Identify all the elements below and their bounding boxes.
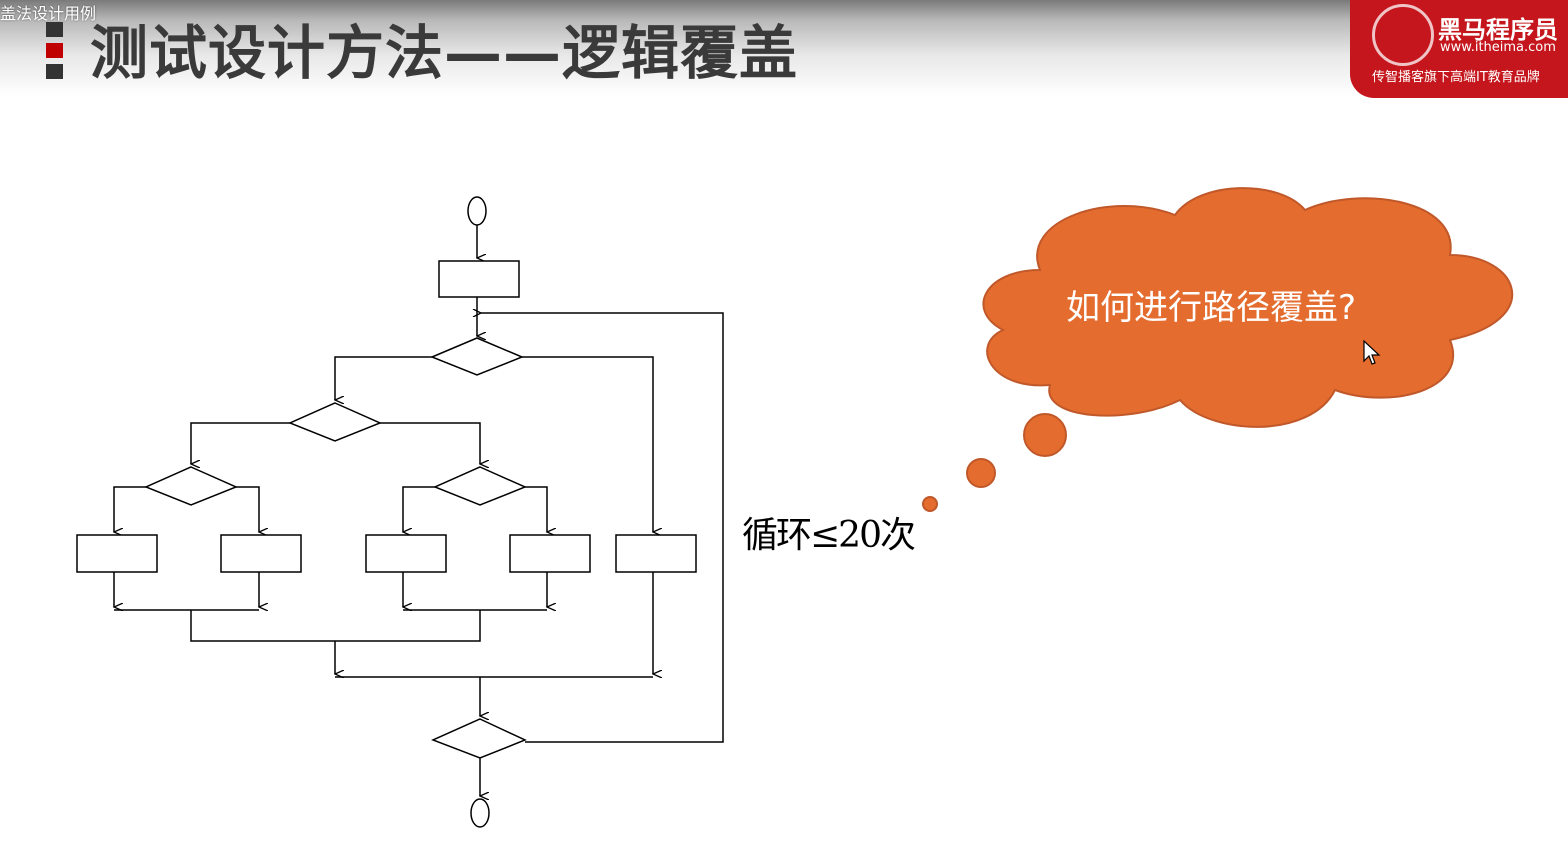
process-box — [220, 534, 302, 573]
brand-name: 黑马程序员 — [1438, 16, 1558, 44]
decision-3 — [144, 466, 238, 506]
flow-line — [114, 486, 146, 532]
slide-title: 测试设计方法——逻辑覆盖 — [90, 19, 799, 87]
start-node — [467, 196, 487, 226]
flow-line — [190, 610, 481, 642]
brand-logo: 黑马程序员 www.itheima.com 传智播客旗下高端IT教育品牌 — [1350, 0, 1568, 98]
thought-bubble-text: 如何进行路径覆盖? — [1066, 288, 1357, 328]
decision-4 — [433, 466, 527, 506]
flow-line — [380, 422, 480, 464]
flow-line — [191, 422, 290, 464]
decision-1 — [430, 337, 524, 376]
end-node — [470, 798, 490, 828]
video-title: 盖法设计用例 — [0, 4, 97, 23]
brand-url: www.itheima.com — [1440, 40, 1556, 55]
process-box — [76, 534, 158, 573]
decision-2 — [288, 402, 382, 442]
bullet-square — [46, 43, 63, 58]
flow-line — [522, 356, 653, 532]
slide-header-bar — [0, 0, 1568, 96]
flow-line — [525, 486, 547, 532]
process-box-init — [438, 260, 520, 298]
process-box — [615, 534, 697, 573]
brand-slogan: 传智播客旗下高端IT教育品牌 — [1372, 70, 1540, 85]
process-box — [365, 534, 447, 573]
flow-line — [403, 486, 435, 532]
loop-back-line — [481, 313, 724, 743]
decision-loop — [431, 718, 527, 759]
bullet-square — [46, 64, 63, 79]
title-bullets — [46, 22, 64, 85]
mouse-cursor-icon — [1363, 340, 1381, 365]
thought-bubble — [922, 187, 1514, 512]
horse-logo-icon — [1372, 4, 1434, 66]
process-box — [509, 534, 591, 573]
loop-count-label: 循环≤20次 — [742, 515, 916, 556]
bullet-square — [46, 22, 63, 37]
flow-line — [236, 486, 259, 532]
flow-line — [335, 356, 432, 400]
